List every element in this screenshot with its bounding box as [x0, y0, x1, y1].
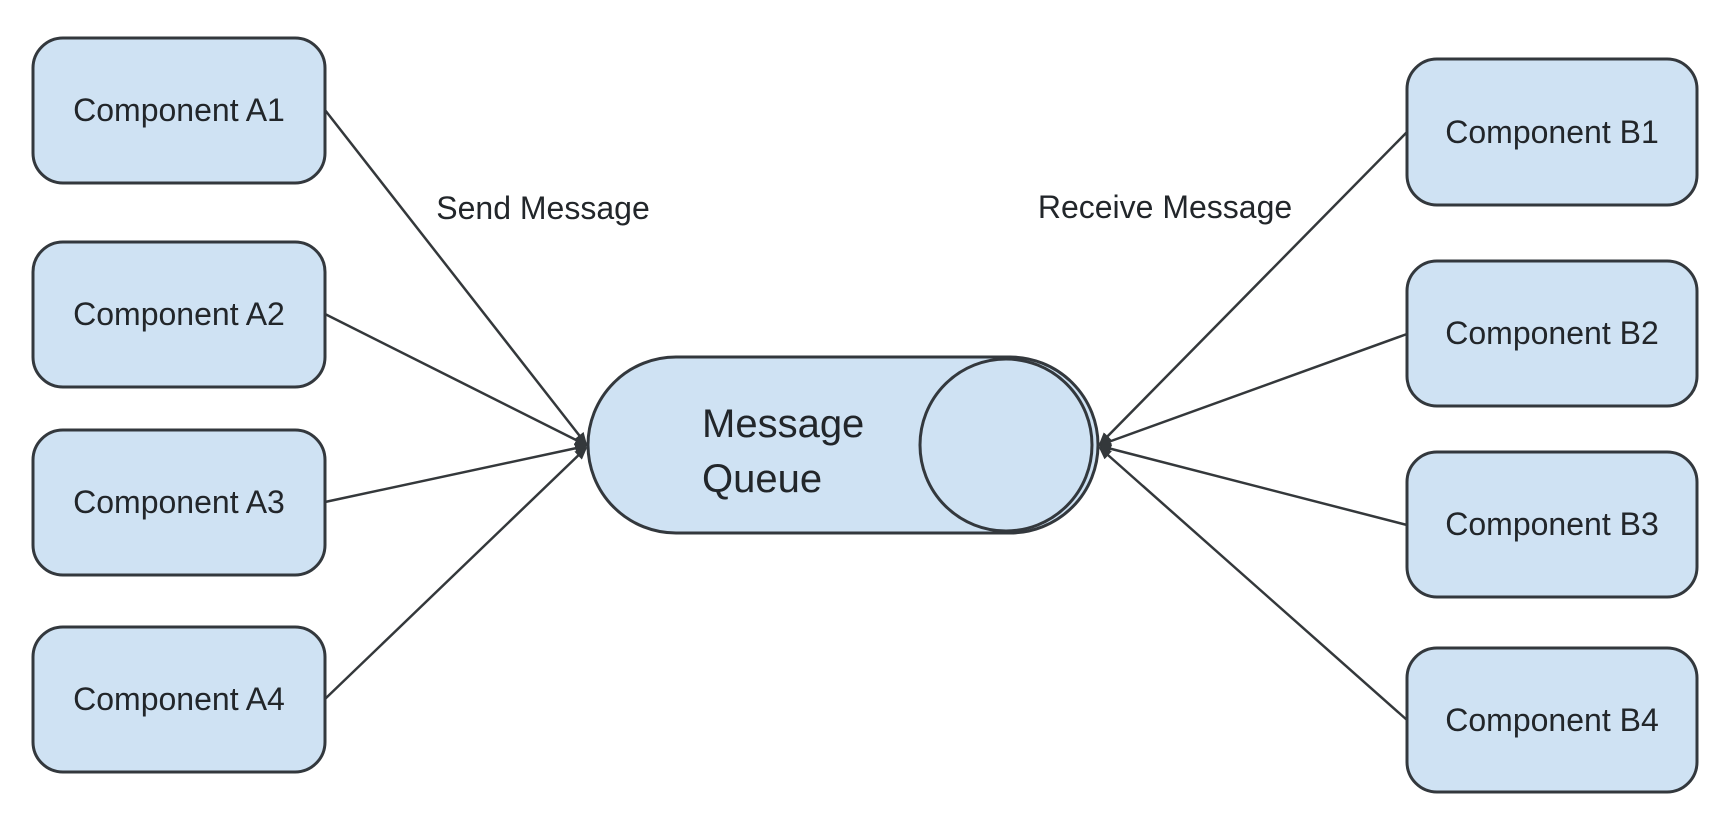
connector-b4-to-queue: [1098, 446, 1408, 721]
node-box: [1405, 57, 1699, 207]
connector-a1-to-queue: [324, 109, 588, 446]
node-component-a4: Component A4: [31, 625, 327, 774]
node-label: Component B3: [1445, 506, 1658, 542]
node-component-a3: Component A3: [31, 428, 327, 577]
queue-label-line1: Message: [702, 402, 864, 446]
node-box: [1405, 450, 1699, 599]
node-box: [1405, 259, 1699, 408]
send-message-label: Send Message: [436, 190, 649, 226]
node-label: Component B4: [1445, 702, 1658, 738]
connector-b2-to-queue: [1098, 332, 1408, 447]
node-label: Component A1: [73, 92, 285, 128]
send-connectors: [324, 109, 588, 700]
message-queue-shape: Message Queue: [586, 355, 1100, 535]
node-component-a1: Component A1: [31, 36, 327, 185]
node-component-b1: Component B1: [1405, 57, 1699, 207]
receive-message-label: Receive Message: [1038, 189, 1292, 225]
connector-b3-to-queue: [1098, 443, 1408, 527]
node-box: [31, 36, 327, 185]
node-component-b2: Component B2: [1405, 259, 1699, 408]
node-label: Component A2: [73, 296, 285, 332]
node-label: Component A4: [73, 681, 285, 717]
node-box: [31, 625, 327, 774]
node-label: Component B1: [1445, 114, 1658, 150]
queue-label-line2: Queue: [702, 457, 822, 501]
receive-connectors: [1098, 131, 1408, 721]
node-box: [31, 428, 327, 577]
queue-endcap-circle: [918, 357, 1094, 533]
connector-a2-to-queue: [324, 312, 588, 447]
connector-b1-to-queue: [1098, 131, 1408, 446]
node-label: Component A3: [73, 484, 285, 520]
node-component-b3: Component B3: [1405, 450, 1699, 599]
node-component-a2: Component A2: [31, 240, 327, 389]
node-box: [1405, 646, 1699, 794]
node-label: Component B2: [1445, 315, 1658, 351]
connector-a4-to-queue: [324, 446, 588, 700]
node-box: [31, 240, 327, 389]
connector-a3-to-queue: [324, 442, 588, 504]
node-component-b4: Component B4: [1405, 646, 1699, 794]
